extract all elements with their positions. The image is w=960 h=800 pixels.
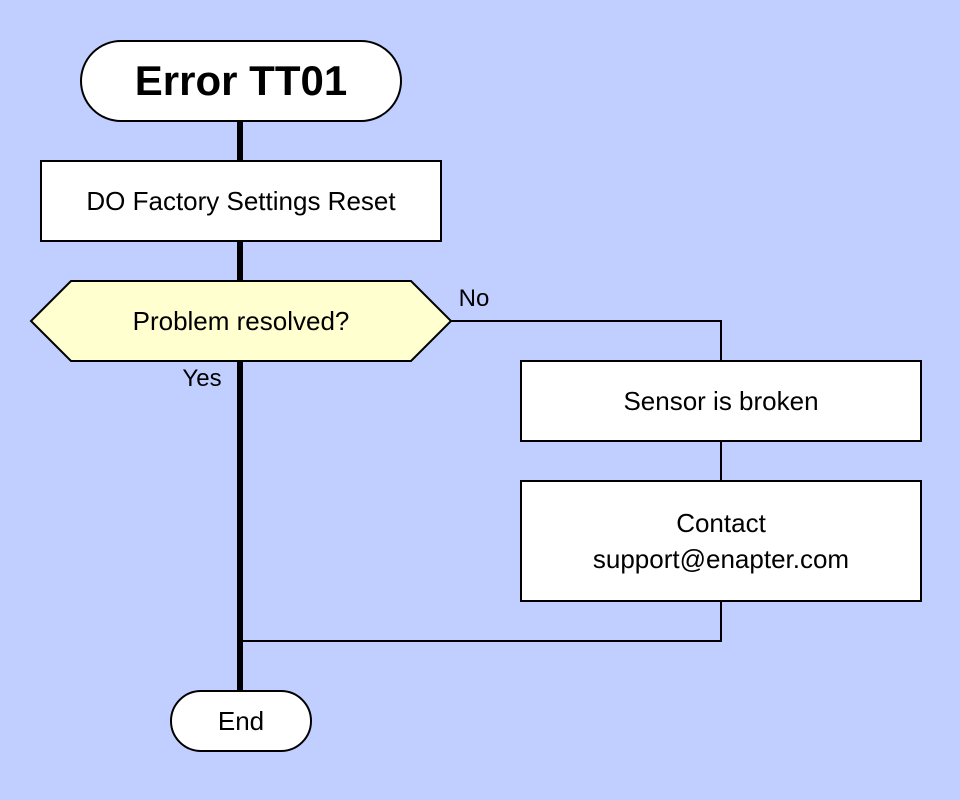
decision-label: Problem resolved?: [132, 306, 350, 336]
broken-process-shape: [520, 360, 922, 442]
contact-process-shape: [520, 480, 922, 602]
title-terminal-shape: [80, 40, 402, 122]
reset-step-label: DO Factory Settings Reset: [86, 186, 396, 216]
contact-step-label: Contact support@enapter.com: [521, 481, 921, 601]
flowchart-title: Error TT01: [134, 57, 348, 104]
broken-step-label: Sensor is broken: [623, 386, 819, 416]
contact-email: support@enapter.com: [592, 544, 850, 574]
no-edge-label: No: [458, 285, 490, 312]
connector-no-branch: [450, 320, 722, 361]
end-terminal-shape: [170, 690, 312, 752]
connector-contact-to-end: [240, 601, 722, 642]
end-label: End: [217, 706, 265, 736]
contact-line-1: Contact: [676, 508, 766, 538]
yes-edge-label: Yes: [182, 365, 222, 392]
decision-hexagon-shape: [29, 280, 453, 362]
reset-process-shape: [40, 160, 442, 242]
